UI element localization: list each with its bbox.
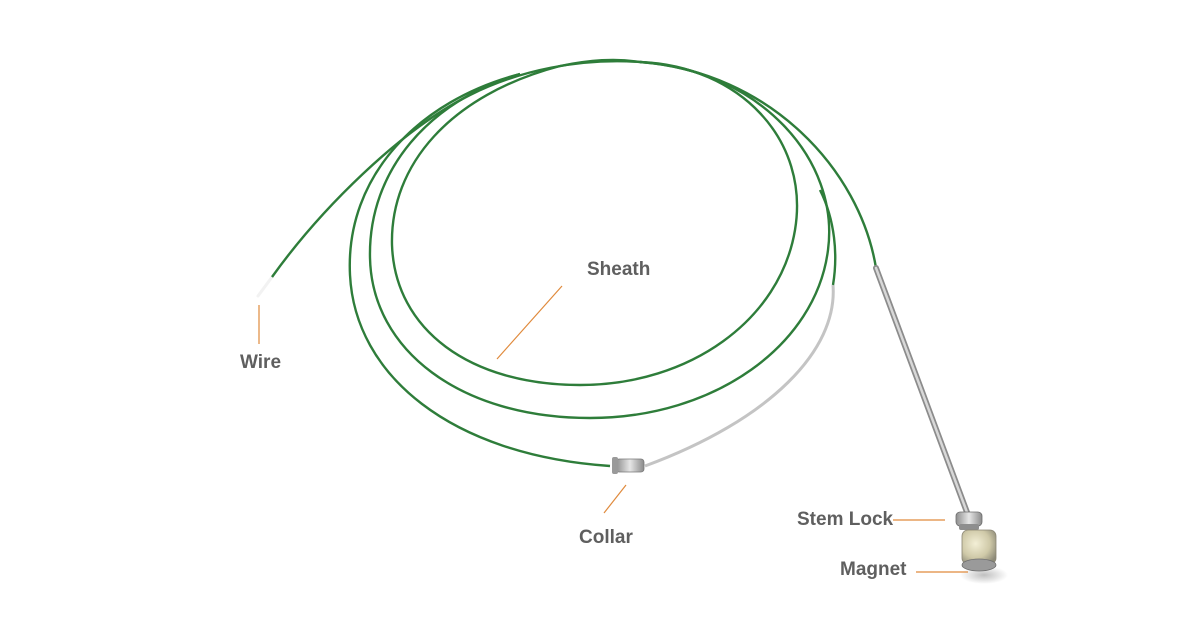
sheath-loop-outer <box>348 72 611 468</box>
sheath-loop-inner <box>390 58 799 387</box>
stem-lock-label: Stem Lock <box>797 509 894 530</box>
sheath-label: Sheath <box>587 259 651 280</box>
stem-lock-part <box>955 511 983 530</box>
collar-part <box>612 457 645 474</box>
sheath-leader-line <box>496 285 563 360</box>
sheath-gray-section <box>644 284 835 468</box>
sheath-lead <box>271 60 641 278</box>
wire-label: Wire <box>240 352 282 373</box>
magnet-part <box>960 529 1008 584</box>
sheath-loop-middle <box>368 60 831 420</box>
sheath-descent <box>639 60 878 269</box>
stem-rod <box>873 265 971 518</box>
collar-label: Collar <box>579 527 633 548</box>
collar-leader-line <box>603 484 627 514</box>
sheath-green-to-gray <box>818 189 837 286</box>
wire-tip <box>256 275 274 298</box>
magnet-label: Magnet <box>840 559 907 580</box>
